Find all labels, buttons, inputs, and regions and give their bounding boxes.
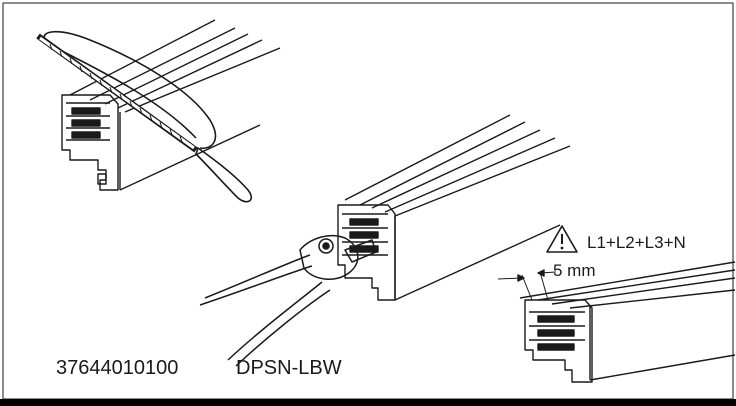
bottom-bar [0, 399, 736, 406]
tool-name-label: DPSN-LBW [236, 357, 342, 379]
warning-triangle-icon [546, 225, 578, 253]
phase-conductor-label: L1+L2+L3+N [587, 233, 686, 252]
part-number-label: 37644010100 [56, 357, 179, 379]
hacksaw [36, 30, 253, 203]
deburring-pliers [199, 234, 377, 367]
saw-teeth [49, 43, 183, 143]
track-profile-middle [337, 114, 571, 301]
track-profile-right [497, 261, 736, 383]
track-profile-left [61, 19, 281, 191]
gap-dimension-label: 5 mm [553, 261, 596, 280]
